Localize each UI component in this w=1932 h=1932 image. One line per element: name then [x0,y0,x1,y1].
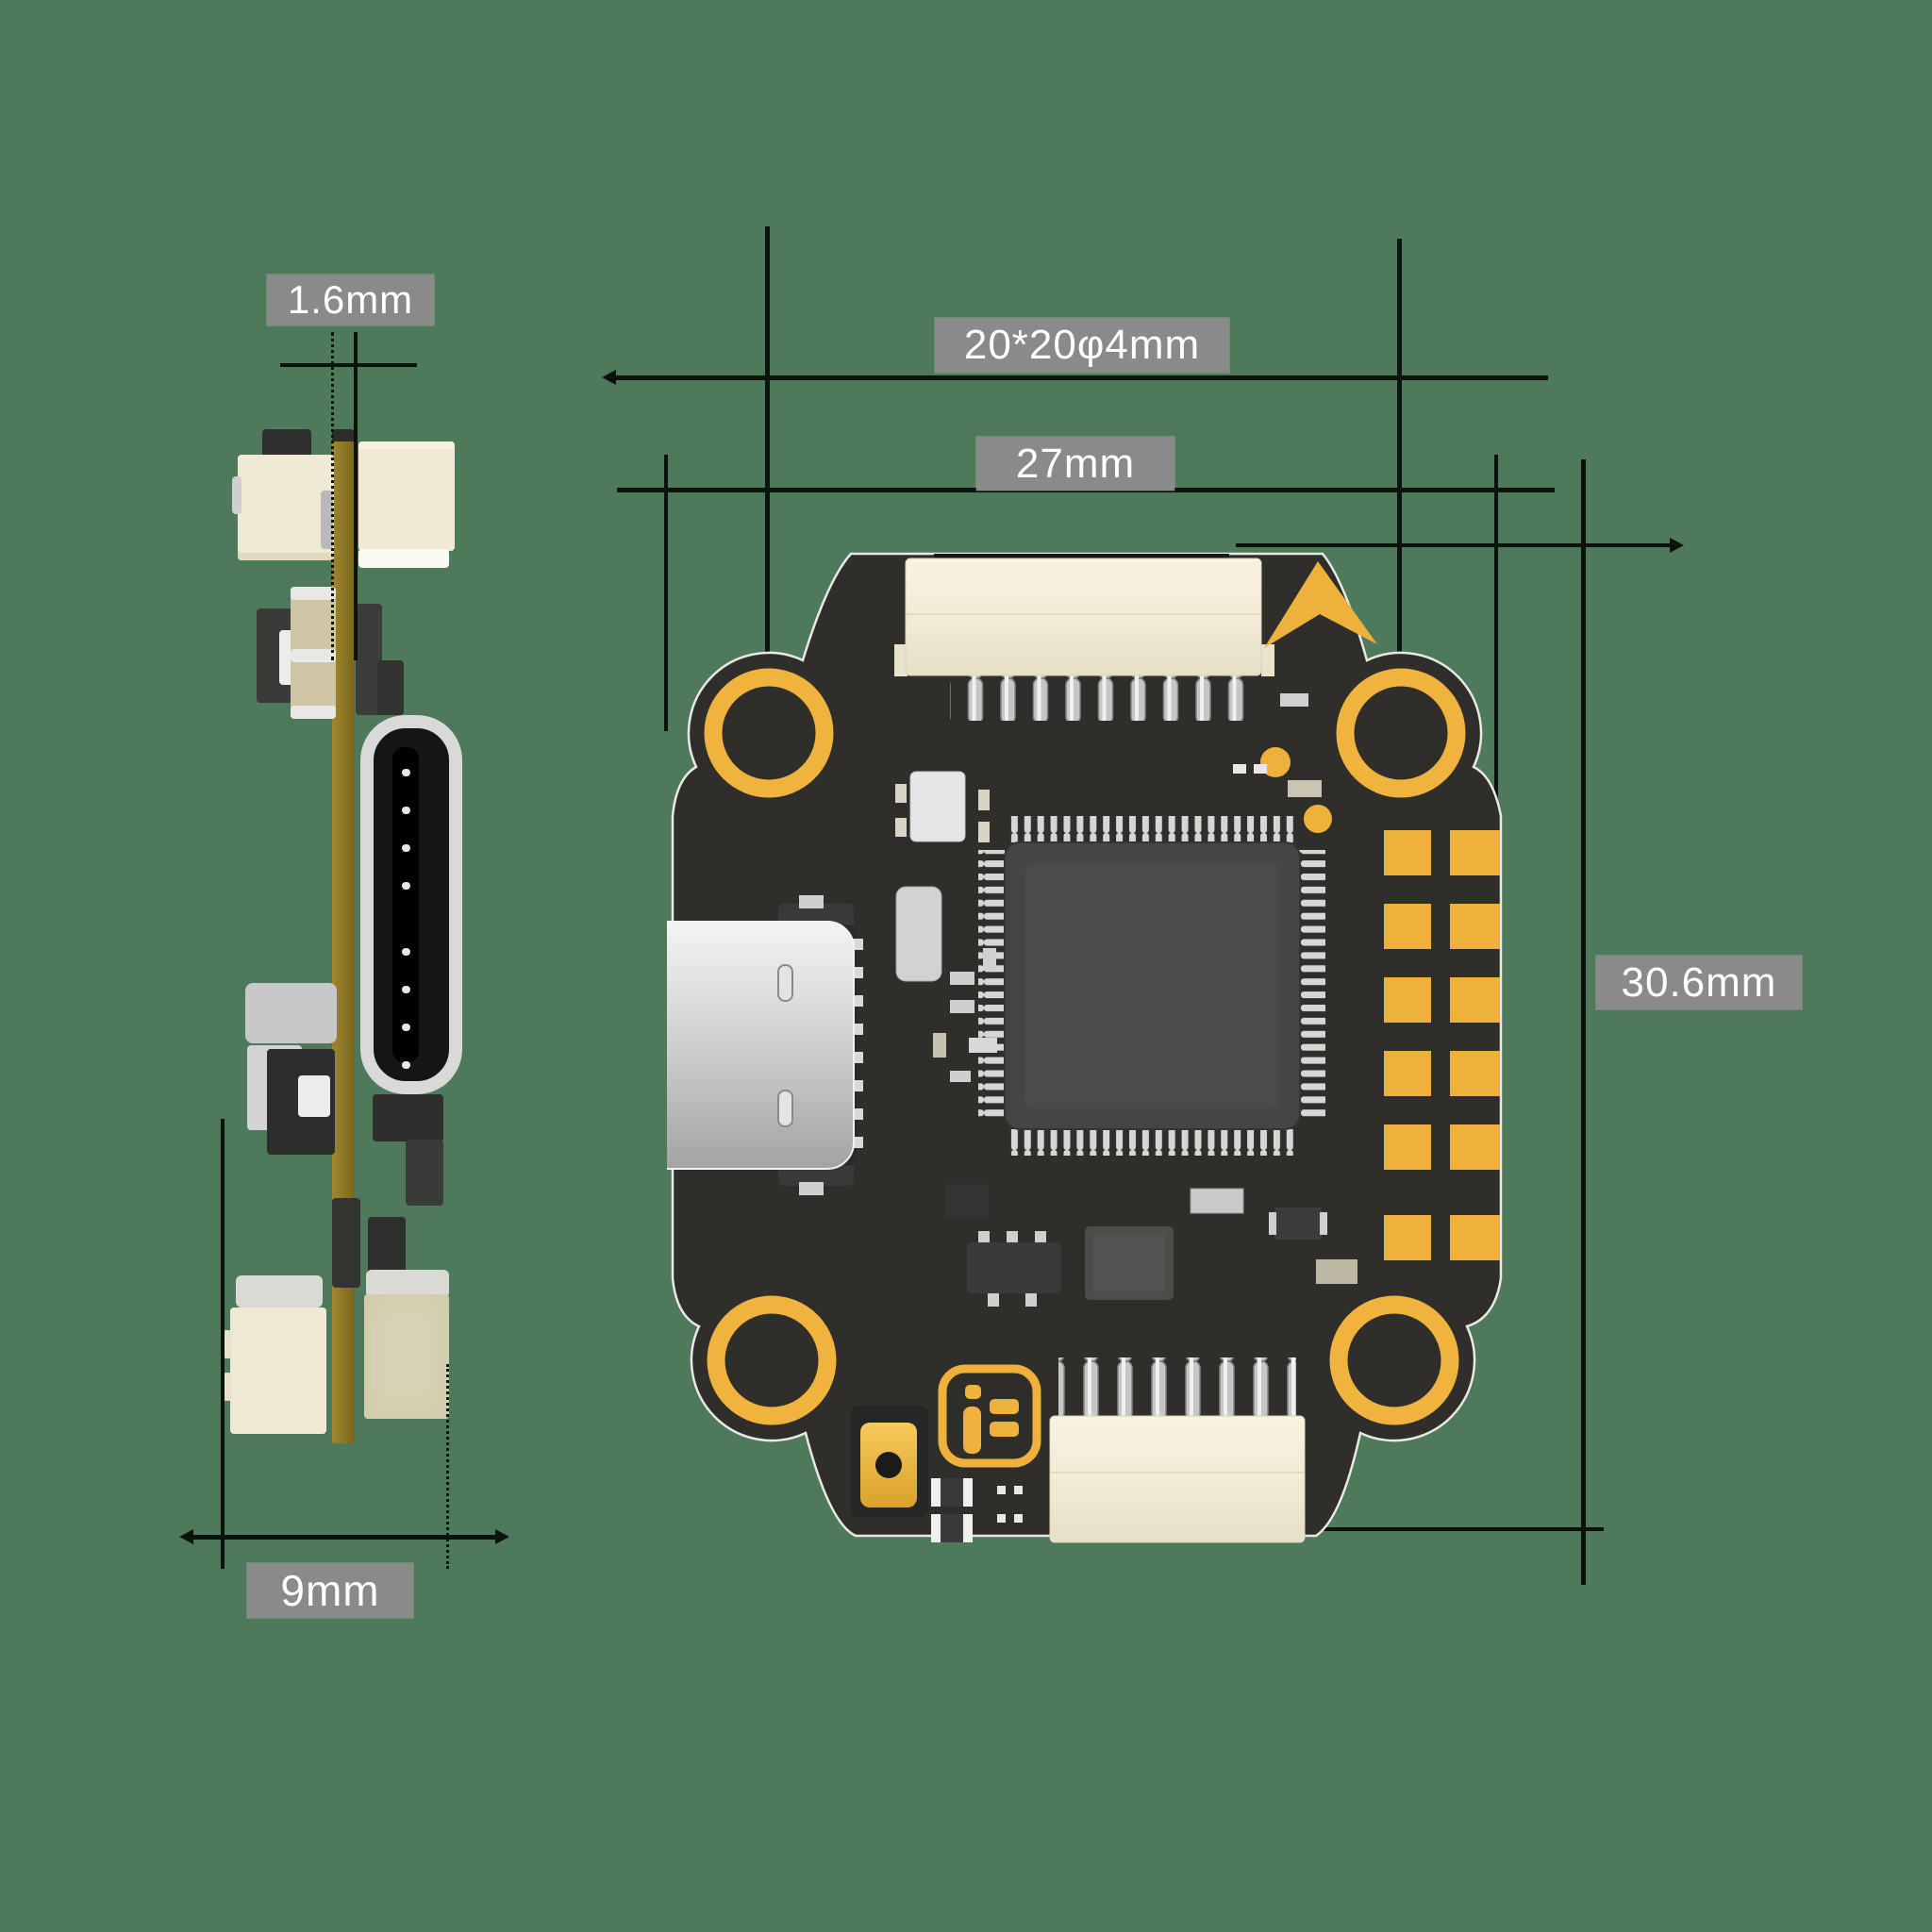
side-component [366,1270,449,1298]
usb-pin [402,1024,410,1031]
dim-tick-thickness-right [354,332,358,660]
side-view-board [0,0,566,1932]
side-component [298,1075,330,1117]
top-ffc-connector [894,558,1274,721]
usb-c-side-slot [392,747,419,1062]
gold-via-dot [1260,747,1291,777]
arrow-up-icon [1264,561,1377,648]
dim-label-height306: 30.6mm [1596,956,1802,1009]
side-component [321,491,333,549]
iflight-logo-icon [938,1364,1041,1468]
smd-components [895,693,1357,1542]
side-component [236,1275,323,1307]
dim-hline-width9 [192,1535,497,1540]
side-component [406,1140,443,1206]
side-component [232,476,242,514]
top-view-board [667,552,1503,1543]
arrowhead-icon [495,1529,509,1544]
pcb-edge-strip [332,429,355,442]
side-component [377,660,404,715]
dim-vline-right-hole [1397,239,1402,755]
dim-tick-9-right [446,1364,449,1569]
dim-hline-thickness [280,363,417,367]
side-connector-beige [364,1294,449,1419]
usb-pin [402,807,410,814]
side-component [332,1198,360,1288]
side-component [245,983,337,1043]
bottom-ffc-connector [1049,1357,1306,1543]
dim-label-mounting: 20*20φ4mm [935,318,1229,373]
usb-pin [402,769,410,776]
dim-vline-height306 [1581,459,1586,1585]
arrowhead-icon [179,1529,193,1544]
side-component [223,1330,232,1358]
side-component [291,587,336,600]
usb-c-connector [667,895,863,1195]
usb-pin [402,1061,410,1069]
usb-pin [402,844,410,852]
dim-tick-thickness-left [331,332,334,660]
dim-tick-bottom [1152,1527,1604,1531]
boot-button [851,1406,928,1517]
dim-tick-27-right [1494,455,1498,1085]
side-component [358,549,449,568]
dim-vline-left-hole [765,226,770,739]
dim-label-thickness: 1.6mm [267,275,434,325]
side-component [373,1094,443,1141]
mcu-chip [978,816,1325,1156]
dim-label-width27: 27mm [976,437,1174,491]
side-component [291,649,336,662]
side-component [223,1373,232,1401]
side-component [291,706,336,719]
board-edge-strip [934,554,1229,558]
arrowhead-icon [602,370,616,385]
mounting-hole-rings [704,668,1466,1425]
side-connector-cream [358,441,455,551]
dim-hline-mounting [608,375,1548,380]
gold-via-dot [1304,805,1332,833]
dim-tick-27-left [664,455,668,731]
usb-pin [402,882,410,890]
dim-tick-9-left [221,1119,225,1569]
side-connector-cream [230,1307,326,1434]
side-component [368,1217,406,1274]
arrowhead-icon [1670,538,1684,553]
dim-label-width9: 9mm [247,1563,413,1618]
gold-solder-pads [1384,830,1500,1260]
side-connector-cream [238,455,334,560]
usb-pin [402,948,410,956]
usb-pin [402,986,410,993]
dim-tick-top [1236,543,1673,547]
